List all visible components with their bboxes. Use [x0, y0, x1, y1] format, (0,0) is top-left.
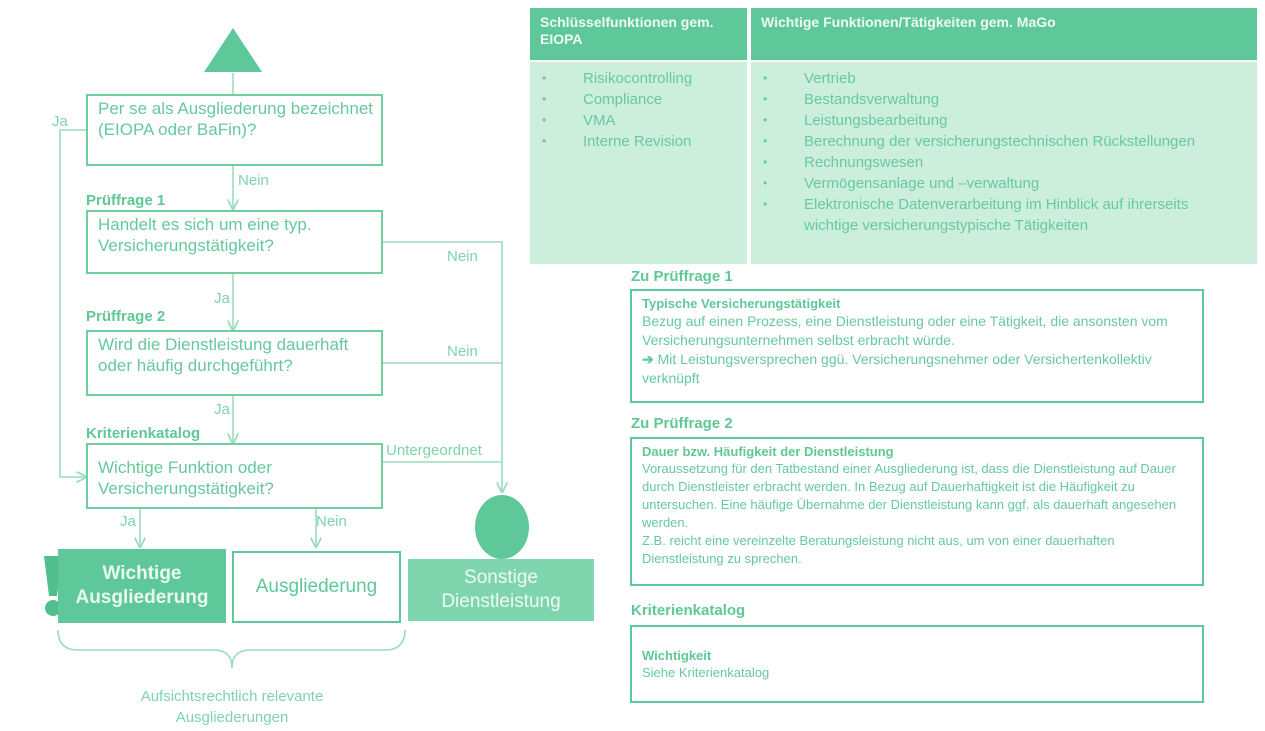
- list-item: Compliance: [530, 89, 747, 110]
- question-text: Per se als Ausgliederung bezeichnet (EIO…: [98, 99, 374, 139]
- list-item: Vertrieb: [751, 68, 1217, 89]
- section-title-pruefrage-2: Zu Prüffrage 2: [631, 415, 733, 432]
- schluesselfunktionen-list: Risikocontrolling Compliance VMA Interne…: [530, 68, 747, 152]
- question-text: Wichtige Funktion oder Versicherungstäti…: [98, 458, 274, 498]
- exclamation-icon: [44, 556, 62, 616]
- label-untergeordnet: Untergeordnet: [386, 442, 482, 459]
- pruefrage-1-title: Prüffrage 1: [86, 192, 166, 209]
- question-box-3: Wichtige Funktion oder Versicherungstäti…: [86, 443, 383, 509]
- bracket-caption: Aufsichtsrechtlich relevante Ausgliederu…: [140, 688, 324, 726]
- panel-title: Wichtigkeit: [642, 648, 712, 663]
- outcome-label: Ausgliederung: [255, 576, 378, 597]
- panel-arrow-text: ➔ Mit Leistungsversprechen ggü. Versiche…: [642, 350, 1192, 388]
- table-header-schluesselfunktionen: Schlüsselfunktionen gem. EIOPA: [530, 8, 747, 60]
- label-ja: Ja: [120, 513, 136, 530]
- label-nein: Nein: [238, 172, 269, 189]
- question-box-2: Wird die Dienstleistung dauerhaft oder h…: [86, 330, 383, 396]
- end-ellipse: [475, 495, 529, 559]
- list-item: VMA: [530, 110, 747, 131]
- list-item: Vermögensanlage und –verwaltung: [751, 173, 1217, 194]
- list-item: Bestandsverwaltung: [751, 89, 1217, 110]
- list-item: Rechnungswesen: [751, 152, 1217, 173]
- connector-ja-loop: [59, 129, 93, 477]
- outcome-label: Sonstige Dienstleistung: [441, 567, 561, 612]
- pruefrage-2-title: Prüffrage 2: [86, 308, 166, 325]
- panel-title: Dauer bzw. Häufigkeit der Dienstleistung: [642, 444, 894, 459]
- list-item: Interne Revision: [530, 131, 747, 152]
- question-box-per-se: Per se als Ausgliederung bezeichnet (EIO…: [86, 94, 383, 166]
- outcome-wichtige-ausgliederung: Wichtige Ausgliederung: [58, 549, 226, 623]
- panel-wichtigkeit: Wichtigkeit Siehe Kriterienkatalog: [630, 625, 1204, 703]
- list-item: Risikocontrolling: [530, 68, 747, 89]
- list-item: Elektronische Datenverarbeitung im Hinbl…: [751, 194, 1217, 236]
- label-ja: Ja: [214, 401, 230, 418]
- table-cell-wichtige-funktionen: Vertrieb Bestandsverwaltung Leistungsbea…: [751, 62, 1257, 264]
- list-item: Leistungsbearbeitung: [751, 110, 1217, 131]
- table-cell-schluesselfunktionen: Risikocontrolling Compliance VMA Interne…: [530, 62, 747, 264]
- panel-text: Voraussetzung für den Tatbestand einer A…: [642, 461, 1177, 530]
- question-box-1: Handelt es sich um eine typ. Versicherun…: [86, 210, 383, 274]
- panel-typische-versicherungstaetigkeit: Typische Versicherungstätigkeit Bezug au…: [630, 289, 1204, 403]
- question-text: Wird die Dienstleistung dauerhaft oder h…: [98, 335, 349, 375]
- panel-text: Bezug auf einen Prozess, eine Dienstleis…: [642, 313, 1168, 348]
- label-nein: Nein: [316, 513, 347, 530]
- label-ja: Ja: [52, 113, 68, 130]
- label-ja: Ja: [214, 290, 230, 307]
- outcome-sonstige-dienstleistung: Sonstige Dienstleistung: [408, 559, 594, 621]
- connector-q1-sonstige: [383, 241, 502, 492]
- table-header-wichtige-funktionen: Wichtige Funktionen/Tätigkeiten gem. MaG…: [751, 8, 1257, 60]
- start-triangle: [204, 28, 262, 72]
- panel-text: Siehe Kriterienkatalog: [642, 665, 770, 680]
- outcome-label: Wichtige Ausgliederung: [75, 563, 209, 608]
- label-nein: Nein: [447, 248, 478, 265]
- section-title-pruefrage-1: Zu Prüffrage 1: [631, 268, 733, 285]
- panel-dauer-haeufigkeit: Dauer bzw. Häufigkeit der Dienstleistung…: [630, 437, 1204, 586]
- wichtige-funktionen-list: Vertrieb Bestandsverwaltung Leistungsbea…: [751, 68, 1257, 236]
- section-title-kriterienkatalog: Kriterienkatalog: [631, 602, 746, 619]
- arrow-right-icon: ➔: [642, 351, 654, 367]
- panel-text-example: Z.B. reicht eine vereinzelte Beratungsle…: [642, 533, 1115, 566]
- arrow-text: Mit Leistungsversprechen ggü. Versicheru…: [642, 351, 1152, 386]
- relevance-bracket: [57, 629, 406, 669]
- list-item: Berechnung der versicherungstechnischen …: [751, 131, 1217, 152]
- outcome-ausgliederung: Ausgliederung: [232, 551, 401, 623]
- panel-title: Typische Versicherungstätigkeit: [642, 296, 841, 311]
- kriterienkatalog-title: Kriterienkatalog: [86, 425, 201, 442]
- label-nein: Nein: [447, 343, 478, 360]
- question-text: Handelt es sich um eine typ. Versicherun…: [98, 215, 312, 255]
